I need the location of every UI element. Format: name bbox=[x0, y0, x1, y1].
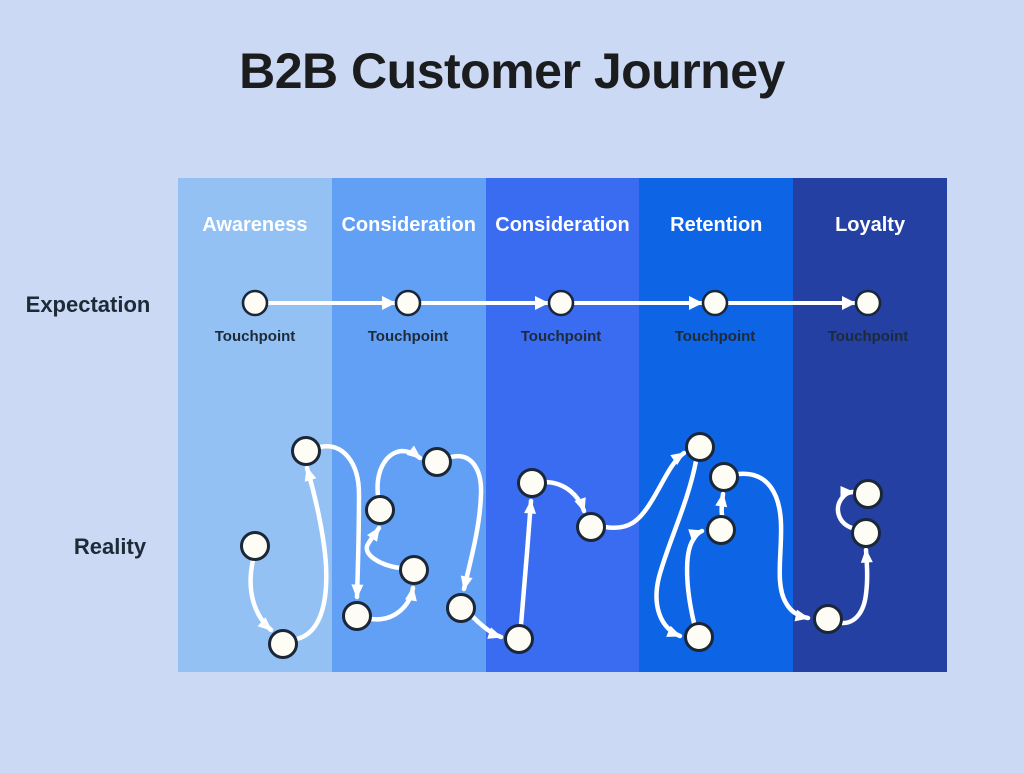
stage-header-label: Consideration bbox=[341, 214, 476, 236]
touchpoint-label: Touchpoint bbox=[827, 328, 909, 345]
stage-column-1: Awareness bbox=[178, 178, 332, 672]
stage-column-3: Consideration bbox=[485, 178, 640, 672]
touchpoint-label: Touchpoint bbox=[674, 328, 756, 345]
stage-header-label: Awareness bbox=[202, 214, 308, 236]
reality-row-label: Reality bbox=[73, 534, 147, 559]
journey-grid: Awareness Consideration Consideration Reten… bbox=[178, 178, 947, 672]
page-title: B2B Customer Journey bbox=[239, 43, 785, 99]
touchpoint-label: Touchpoint bbox=[367, 328, 449, 345]
stage-column-5: Loyalty bbox=[793, 178, 947, 672]
expectation-row-label: Expectation bbox=[25, 292, 151, 317]
stage-column-4: Retention bbox=[639, 178, 794, 672]
stage-header-label: Loyalty bbox=[835, 214, 906, 236]
stage-header-label: Retention bbox=[670, 214, 763, 236]
touchpoint-label: Touchpoint bbox=[520, 328, 602, 345]
touchpoint-label: Touchpoint bbox=[214, 328, 296, 345]
stage-column-2: Consideration bbox=[331, 178, 486, 672]
stage-header-label: Consideration bbox=[495, 214, 630, 236]
